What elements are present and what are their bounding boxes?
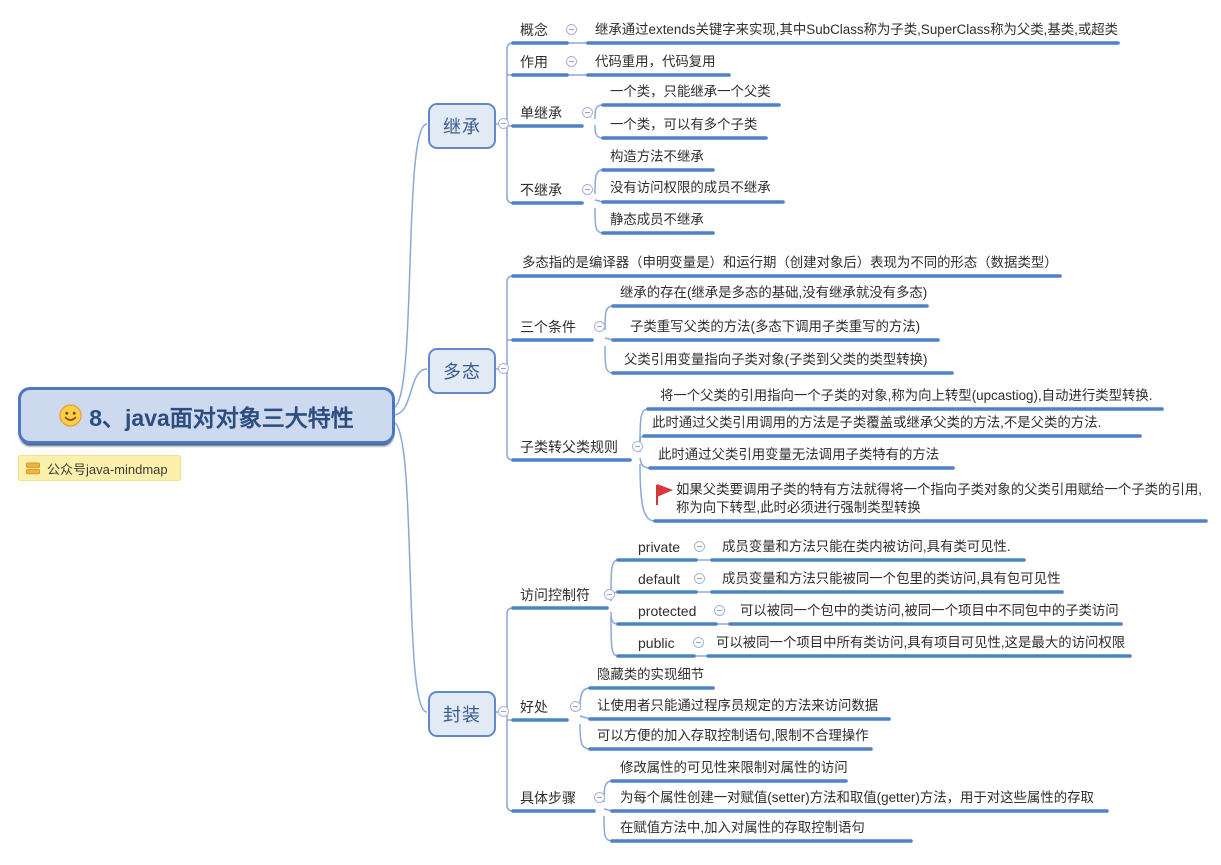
leaf-step-2[interactable]: 为每个属性创建一对赋值(setter)方法和取值(getter)方法，用于对这些… [620,790,1094,805]
node-underlines [511,41,1208,843]
leaf-step-1[interactable]: 修改属性的可见性来限制对属性的访问 [620,760,848,775]
collapse-icon[interactable] [714,605,725,616]
leaf-benefit-1[interactable]: 隐藏类的实现细节 [597,667,705,682]
topic-benefits[interactable]: 好处 [520,699,548,715]
topic-default[interactable]: default [638,571,681,587]
leaf-benefit-3[interactable]: 可以方便的加入存取控制语句,限制不合理操作 [597,728,869,743]
topic-private[interactable]: private [638,539,681,555]
leaf-protected-text[interactable]: 可以被同一个包中的类访问,被同一个项目中不同包中的子类访问 [740,603,1119,618]
topic-public[interactable]: public [638,635,675,651]
collapse-icon[interactable] [594,321,605,332]
leaf-polymorphism-def[interactable]: 多态指的是编译器（申明变量是）和运行期（创建对象后）表现为不同的形态（数据类型） [522,255,1058,270]
topic-three-conditions[interactable]: 三个条件 [520,319,576,335]
collapse-icon[interactable] [498,118,509,129]
topic-upcast-rules[interactable]: 子类转父类规则 [520,439,618,455]
branch-node-polymorphism[interactable]: 多态 [428,348,496,394]
leaf-rule-3[interactable]: 此时通过父类引用变量无法调用子类特有的方法 [658,447,940,462]
leaf-cond-1[interactable]: 继承的存在(继承是多态的基础,没有继承就没有多态) [620,285,928,300]
leaf-rule-1[interactable]: 将一个父类的引用指向一个子类的对象,称为向上转型(upcastiog),自动进行… [660,388,1153,403]
collapse-icon[interactable] [566,24,577,35]
collapse-icon[interactable] [694,541,705,552]
leaf-benefit-2[interactable]: 让使用者只能通过程序员规定的方法来访问数据 [597,698,879,713]
leaf-public-text[interactable]: 可以被同一个项目中所有类访问,具有项目可见性,这是最大的访问权限 [716,635,1126,650]
collapse-icon[interactable] [570,701,581,712]
collapse-icon[interactable] [693,637,704,648]
red-flag-icon [656,484,673,505]
branch-node-encapsulation[interactable]: 封装 [428,691,496,737]
leaf-rule-4-flagged[interactable]: 如果父类要调用子类的特有方法就得将一个指向子类对象的父类引用赋给一个子类的引用,… [676,482,1202,515]
leaf-noinherit-2[interactable]: 没有访问权限的成员不继承 [610,180,771,195]
topic-concept[interactable]: 概念 [520,22,548,38]
leaf-rule-2[interactable]: 此时通过父类引用调用的方法是子类覆盖或继承父类的方法,不是父类的方法. [652,415,1102,430]
topic-single-inherit[interactable]: 单继承 [520,105,562,121]
topic-steps[interactable]: 具体步骤 [520,790,576,806]
collapse-icon[interactable] [604,589,615,600]
collapse-icon[interactable] [582,184,593,195]
collapse-icon[interactable] [632,441,643,452]
leaf-concept-text[interactable]: 继承通过extends关键字来实现,其中SubClass称为子类,SuperCl… [595,22,1119,37]
leaf-noinherit-3[interactable]: 静态成员不继承 [610,212,704,227]
collapse-icon[interactable] [566,56,577,67]
leaf-default-text[interactable]: 成员变量和方法只能被同一个包里的类访问,具有包可见性 [722,571,1061,586]
branch-node-inherit[interactable]: 继承 [428,103,496,149]
topic-access-modifiers[interactable]: 访问控制符 [520,587,590,603]
leaf-noinherit-1[interactable]: 构造方法不继承 [610,149,704,164]
topic-role[interactable]: 作用 [520,54,548,70]
leaf-single-1[interactable]: 一个类，只能继承一个父类 [610,84,771,99]
leaf-cond-2[interactable]: 子类重写父类的方法(多态下调用子类重写的方法) [630,319,921,334]
root-title: 8、java面对对象三大特性 [89,404,354,431]
collapse-icon[interactable] [498,706,509,717]
collapse-icon[interactable] [498,363,509,374]
root-node[interactable]: 8、java面对对象三大特性 [18,387,395,444]
smiley-icon [59,404,82,427]
tag-label: 公众号java-mindmap [47,461,168,477]
leaf-role-text[interactable]: 代码重用，代码复用 [595,54,716,69]
collapse-icon[interactable] [694,573,705,584]
collapse-icon[interactable] [594,792,605,803]
leaf-cond-3[interactable]: 父类引用变量指向子类对象(子类到父类的类型转换) [624,352,928,367]
collapse-icon[interactable] [582,107,593,118]
topic-not-inherit[interactable]: 不继承 [520,182,562,198]
leaf-step-3[interactable]: 在赋值方法中,加入对属性的存取控制语句 [620,820,865,835]
tag-bars-icon [26,462,40,474]
topic-protected[interactable]: protected [638,603,697,619]
leaf-single-2[interactable]: 一个类，可以有多个子类 [610,117,758,132]
leaf-private-text[interactable]: 成员变量和方法只能在类内被访问,具有类可见性. [722,539,1011,554]
tag-badge[interactable]: 公众号java-mindmap [18,455,181,481]
